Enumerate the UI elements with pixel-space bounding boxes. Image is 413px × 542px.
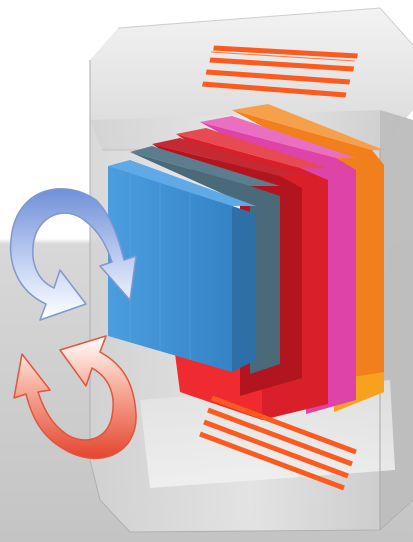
circular-arrow-up-icon [13,335,137,460]
circular-arrow-down-icon [9,187,137,321]
layer-blue [108,160,256,372]
top-vent-stripes-icon [201,45,358,98]
bottom-vent-stripes-icon [199,395,357,491]
